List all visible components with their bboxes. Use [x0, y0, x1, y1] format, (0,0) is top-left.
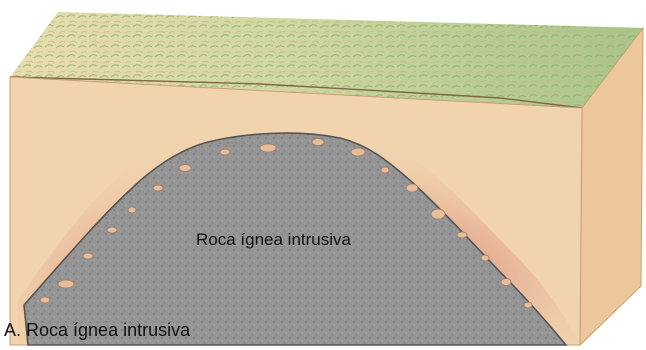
intrusive-rock-label: Roca ígnea intrusiva: [196, 230, 351, 250]
figure-caption: A. Roca ígnea intrusiva: [4, 320, 190, 341]
